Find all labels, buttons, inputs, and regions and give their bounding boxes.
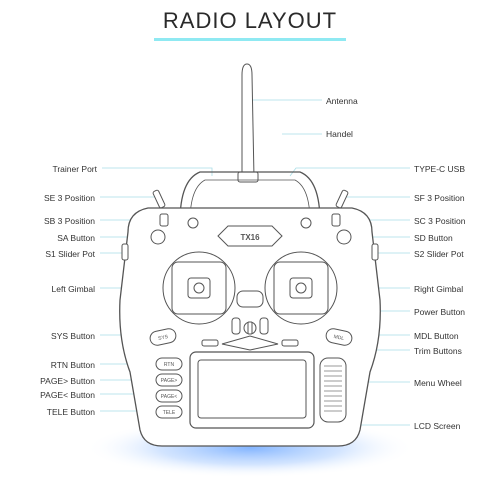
page-prev-button-label: PAGE<	[161, 394, 178, 400]
page-next-button-label: PAGE>	[161, 378, 178, 384]
sd-button	[336, 229, 352, 245]
callout-page-next-button: PAGE> Button	[40, 376, 95, 386]
mdl-button	[325, 328, 353, 346]
sb-switch	[159, 213, 169, 227]
menu-wheel	[319, 357, 347, 423]
callout-rtn-button: RTN Button	[50, 360, 95, 370]
callout-power-button: Power Button	[414, 307, 466, 317]
page-prev-button	[155, 389, 183, 403]
mdl-button-label: MDL	[333, 334, 345, 342]
diagram-title: RADIO LAYOUT	[162, 8, 338, 33]
callout-sf-3-position: SF 3 Position	[414, 193, 465, 203]
trim-buttons	[221, 335, 279, 351]
se-switch	[152, 189, 166, 209]
sys-button	[149, 328, 177, 346]
callout-sd-button: SD Button	[414, 233, 453, 243]
handle	[179, 171, 321, 223]
rtn-button-label: RTN	[164, 362, 175, 368]
callout-sys-button: SYS Button	[51, 331, 95, 341]
sc-knob	[300, 217, 312, 229]
page-next-button	[155, 373, 183, 387]
sa-button	[150, 229, 166, 245]
logo-text: TX16	[240, 233, 260, 242]
callout-antenna: Antenna	[326, 96, 358, 106]
s1-slider-pot	[121, 243, 129, 261]
sf-switch	[335, 189, 349, 209]
radio-body-group	[119, 63, 381, 447]
s2-slider-pot	[371, 243, 379, 261]
title-underline	[154, 38, 346, 41]
sb-knob	[187, 217, 199, 229]
antenna	[241, 63, 255, 179]
callout-trainer-port: Trainer Port	[52, 164, 97, 174]
callout-s1-slider-pot: S1 Slider Pot	[45, 249, 95, 259]
callout-sb-3-position: SB 3 Position	[43, 216, 95, 226]
callout-menu-wheel: Menu Wheel	[414, 378, 462, 388]
callout-left-gimbal: Left Gimbal	[51, 284, 95, 294]
sys-button-label: SYS	[158, 334, 170, 342]
menu-wheel-ridges	[324, 365, 342, 412]
tele-button-label: TELE	[163, 410, 176, 416]
callout-sc-3-position: SC 3 Position	[414, 216, 466, 226]
callout-se-3-position: SE 3 Position	[43, 193, 95, 203]
lcd-screen	[197, 359, 307, 419]
callout-type-c-usb: TYPE-C USB	[414, 164, 466, 174]
sc-switch	[331, 213, 341, 227]
callout-lcd-screen: LCD Screen	[414, 421, 461, 431]
callout-tele-button: TELE Button	[46, 407, 95, 417]
tele-button	[155, 405, 183, 419]
callout-s2-slider-pot: S2 Slider Pot	[414, 249, 464, 259]
rtn-button	[155, 357, 183, 371]
callout-mdl-button: MDL Button	[414, 331, 459, 341]
callout-trim-buttons: Trim Buttons	[414, 346, 462, 356]
callout-handel: Handel	[326, 129, 353, 139]
power-button	[236, 290, 264, 308]
callout-sa-button: SA Button	[57, 233, 95, 243]
logo-plate	[217, 225, 283, 247]
callout-page-prev-button: PAGE< Button	[40, 390, 95, 400]
callout-right-gimbal: Right Gimbal	[414, 284, 464, 294]
